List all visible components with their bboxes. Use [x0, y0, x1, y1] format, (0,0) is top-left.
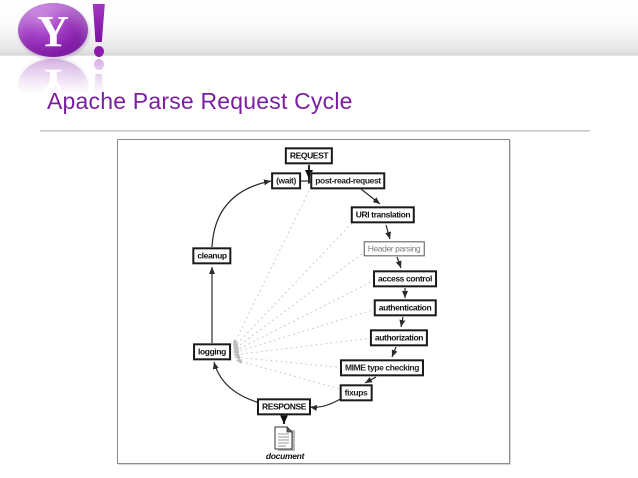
node-request: REQUEST: [284, 147, 334, 165]
node-uri-translation: URI translation: [350, 206, 416, 224]
node-mime-type-checking: MIME type checking: [339, 359, 425, 377]
node-fixups: fixups: [339, 384, 373, 402]
node-access-control: access control: [373, 270, 437, 288]
node-authentication: authentication: [373, 299, 437, 317]
document-icon: [274, 426, 295, 451]
arrow-postread-to-uri: [360, 188, 381, 205]
yahoo-logo-exclamation: [90, 4, 107, 59]
arrow-fixups-to-response: [309, 397, 343, 411]
document-label: document: [265, 451, 305, 461]
request-cycle-arrows: [209, 165, 408, 451]
arrow-authn-to-authz: [399, 316, 406, 328]
title-divider: [40, 130, 590, 132]
node-header-parsing: Header parsing: [363, 241, 425, 257]
logging-dotted-links: [232, 190, 377, 391]
yahoo-logo-icon: Y: [14, 2, 106, 58]
yahoo-logo-y: Y: [37, 6, 69, 56]
page-title: Apache Parse Request Cycle: [47, 88, 353, 114]
arrow-header-to-access: [395, 256, 402, 269]
node-logging: logging: [193, 343, 231, 361]
yahoo-logo-ball: [18, 3, 88, 57]
arrow-response-to-logging: [212, 361, 261, 404]
node-authorization: authorization: [369, 329, 429, 347]
node-response: RESPONSE: [256, 398, 312, 416]
arrow-cleanup-to-wait: [211, 179, 272, 248]
node-post-read-request: post-read-request: [310, 172, 386, 190]
arrow-uri-to-header: [385, 224, 391, 240]
arrow-authz-to-mime: [391, 346, 398, 358]
request-cycle-diagram: REQUEST (wait) post-read-request URI tra…: [117, 139, 510, 464]
flow-arrows: [209, 165, 408, 424]
node-wait: (wait): [271, 172, 301, 190]
node-cleanup: cleanup: [192, 247, 232, 265]
arrow-mime-to-fixups: [364, 376, 377, 384]
header-band: [0, 0, 638, 56]
